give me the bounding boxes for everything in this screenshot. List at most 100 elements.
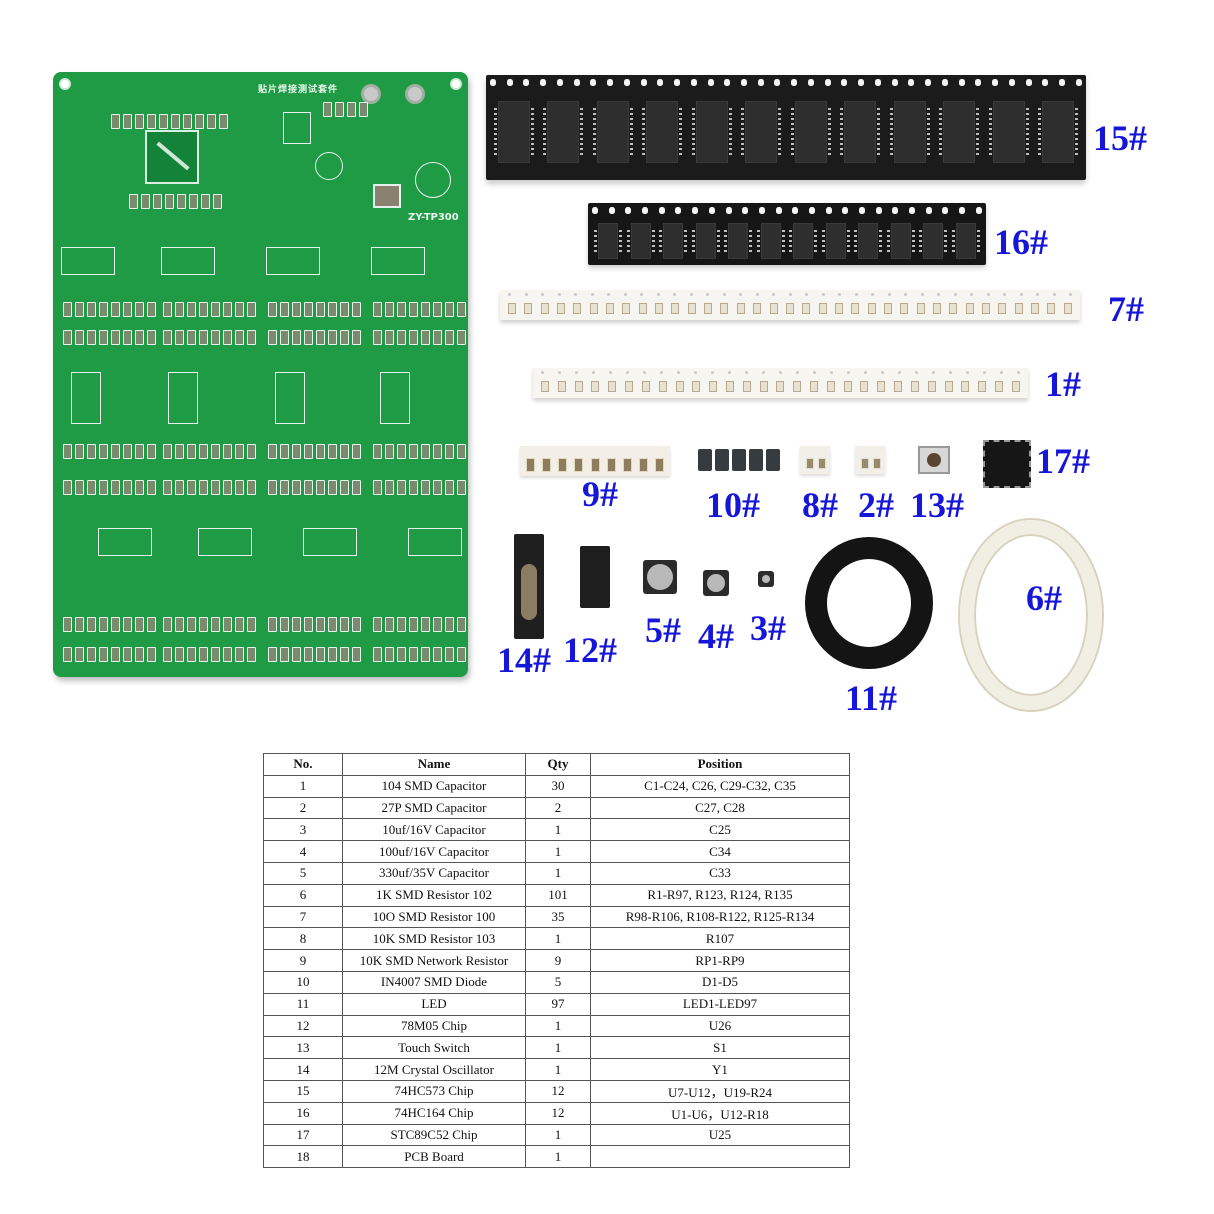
ic-footprint xyxy=(275,372,305,424)
crystal-oscillator xyxy=(514,534,544,639)
led-pads xyxy=(373,330,466,345)
led-pads xyxy=(268,480,361,495)
part-label-13: 13# xyxy=(910,485,964,525)
led-pads xyxy=(63,480,156,495)
cell-name: 104 SMD Capacitor xyxy=(342,774,526,798)
cell-name: 100uf/16V Capacitor xyxy=(342,840,526,863)
cell-position: U25 xyxy=(590,1123,850,1147)
ic-footprint xyxy=(198,528,252,556)
capacitor-27p-sample xyxy=(855,446,885,474)
cell-no: 7 xyxy=(263,905,343,929)
capacitor-10uf xyxy=(758,571,774,587)
cell-qty: 30 xyxy=(525,774,591,798)
cell-qty: 1 xyxy=(525,1123,591,1147)
cell-no: 4 xyxy=(263,840,343,863)
resistor-10k-sample xyxy=(800,446,830,474)
part-label-8: 8# xyxy=(802,485,838,525)
cell-position: U1-U6，U12-R18 xyxy=(590,1101,850,1125)
cell-position: LED1-LED97 xyxy=(590,992,850,1016)
regulator-footprint xyxy=(373,184,401,208)
part-label-3: 3# xyxy=(750,608,786,648)
cell-name: STC89C52 Chip xyxy=(342,1123,526,1147)
cell-no: 18 xyxy=(263,1145,343,1169)
cell-no: 11 xyxy=(263,992,343,1016)
power-terminal-j1 xyxy=(361,84,381,104)
cell-position: C27, C28 xyxy=(590,796,850,820)
ic-footprint xyxy=(408,528,462,556)
cell-name: 74HC573 Chip xyxy=(342,1079,526,1103)
resistor-pads xyxy=(268,617,361,632)
resistor-pads xyxy=(63,617,156,632)
resistor-pads xyxy=(163,444,256,459)
part-label-4: 4# xyxy=(698,616,734,656)
part-label-5: 5# xyxy=(645,610,681,650)
resistor-pads xyxy=(268,302,361,317)
cell-name: 10uf/16V Capacitor xyxy=(342,818,526,842)
part-label-9: 9# xyxy=(582,474,618,514)
cell-qty: 1 xyxy=(525,1058,591,1081)
header-name: Name xyxy=(342,753,526,776)
resistor-pads xyxy=(163,302,256,317)
part-label-1: 1# xyxy=(1045,364,1081,404)
cell-position: RP1-RP9 xyxy=(590,949,850,972)
led-pads xyxy=(373,480,466,495)
mounting-hole xyxy=(59,78,71,90)
pcb-board: 贴片焊接测试套件 ZY-TP300 xyxy=(53,72,468,677)
cell-position: S1 xyxy=(590,1036,850,1060)
cell-name: 12M Crystal Oscillator xyxy=(342,1058,526,1081)
cell-name: 10O SMD Resistor 100 xyxy=(342,905,526,929)
resistor-pads xyxy=(268,444,361,459)
mcu-footprint xyxy=(145,130,199,184)
cell-position: Y1 xyxy=(590,1058,850,1081)
resistor-pads xyxy=(163,617,256,632)
cell-no: 16 xyxy=(263,1101,343,1125)
cell-name: 74HC164 Chip xyxy=(342,1101,526,1125)
sprocket-holes xyxy=(592,207,982,215)
ic-footprint xyxy=(98,528,152,556)
cell-no: 6 xyxy=(263,883,343,907)
cell-name: 1K SMD Resistor 102 xyxy=(342,883,526,907)
cell-position xyxy=(590,1145,850,1169)
cell-no: 1 xyxy=(263,774,343,798)
part-label-12: 12# xyxy=(563,630,617,670)
resistor-pads xyxy=(373,444,466,459)
ic-footprint xyxy=(266,247,320,275)
part-label-2: 2# xyxy=(858,485,894,525)
cell-qty: 101 xyxy=(525,883,591,907)
resistor-pads xyxy=(373,617,466,632)
part-label-16: 16# xyxy=(994,222,1048,262)
cell-qty: 1 xyxy=(525,861,591,885)
ic-footprint xyxy=(61,247,115,275)
ic-footprint xyxy=(161,247,215,275)
mounting-hole xyxy=(450,78,462,90)
capacitor-footprint xyxy=(315,152,343,180)
led-pads xyxy=(63,330,156,345)
led-pads xyxy=(63,647,156,662)
resistor-pads xyxy=(129,194,222,209)
ic-footprint xyxy=(71,372,101,424)
cell-name: 27P SMD Capacitor xyxy=(342,796,526,820)
part-label-15: 15# xyxy=(1093,118,1147,158)
ic-footprint xyxy=(371,247,425,275)
cell-no: 15 xyxy=(263,1079,343,1103)
diode-strip xyxy=(698,449,784,477)
capacitor-330uf xyxy=(643,560,677,594)
ic-row xyxy=(594,223,980,259)
capacitor-100uf xyxy=(703,570,729,596)
sprocket-holes xyxy=(490,79,1082,87)
part-label-17: 17# xyxy=(1036,441,1090,481)
cell-no: 8 xyxy=(263,927,343,951)
cell-no: 12 xyxy=(263,1014,343,1038)
part-label-14: 14# xyxy=(497,640,551,680)
